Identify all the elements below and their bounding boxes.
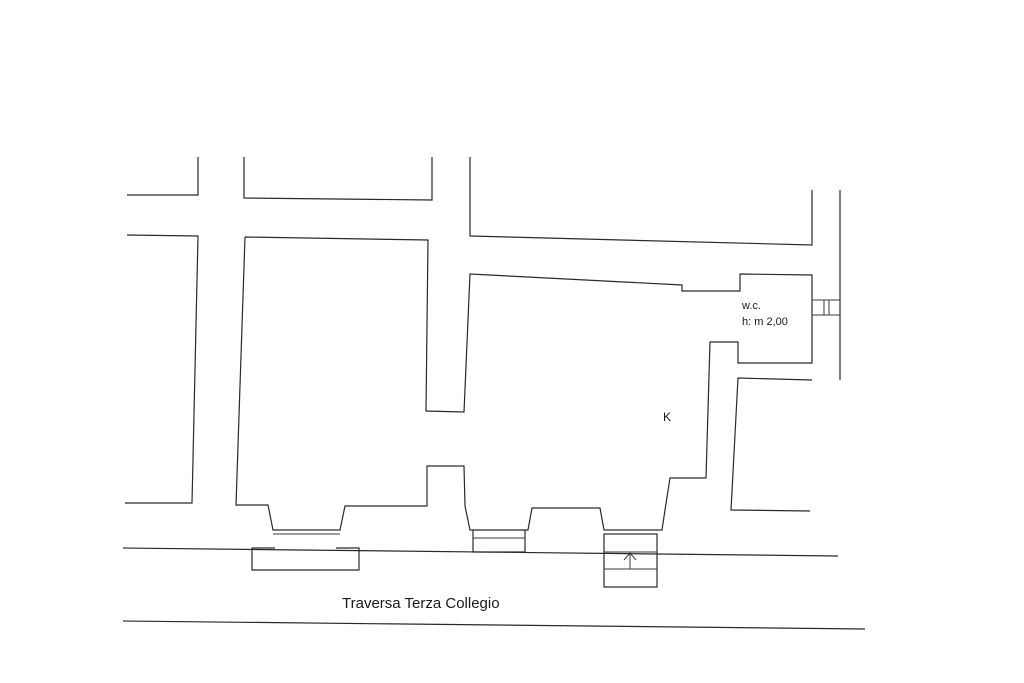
wall-top-right-block bbox=[469, 157, 813, 246]
wall-top-left-block bbox=[127, 157, 199, 196]
wc-window bbox=[812, 299, 840, 316]
wc-label: w.c. bbox=[741, 300, 761, 312]
labels: w.c. h: m 2,00 K Traversa Terza Collegio bbox=[342, 300, 788, 612]
entrance-arrow-icon bbox=[623, 552, 637, 561]
entrance-stairs bbox=[603, 533, 658, 588]
apartment-outline bbox=[235, 236, 840, 531]
wall-lower-right-building bbox=[730, 377, 813, 512]
street-edge-upper bbox=[122, 547, 839, 557]
facade-openings bbox=[251, 530, 658, 588]
left-step bbox=[251, 547, 360, 571]
wall-left-building bbox=[125, 234, 199, 504]
neighbouring-buildings bbox=[125, 157, 841, 512]
street bbox=[122, 547, 866, 630]
street-name-label: Traversa Terza Collegio bbox=[342, 595, 500, 612]
street-edge-lower bbox=[122, 620, 866, 630]
apartment-perimeter bbox=[235, 236, 813, 531]
wall-top-middle-block bbox=[243, 157, 433, 201]
middle-window-recess bbox=[472, 530, 526, 553]
wc-height-label: h: m 2,00 bbox=[742, 316, 788, 328]
kitchen-label: K bbox=[663, 410, 671, 424]
